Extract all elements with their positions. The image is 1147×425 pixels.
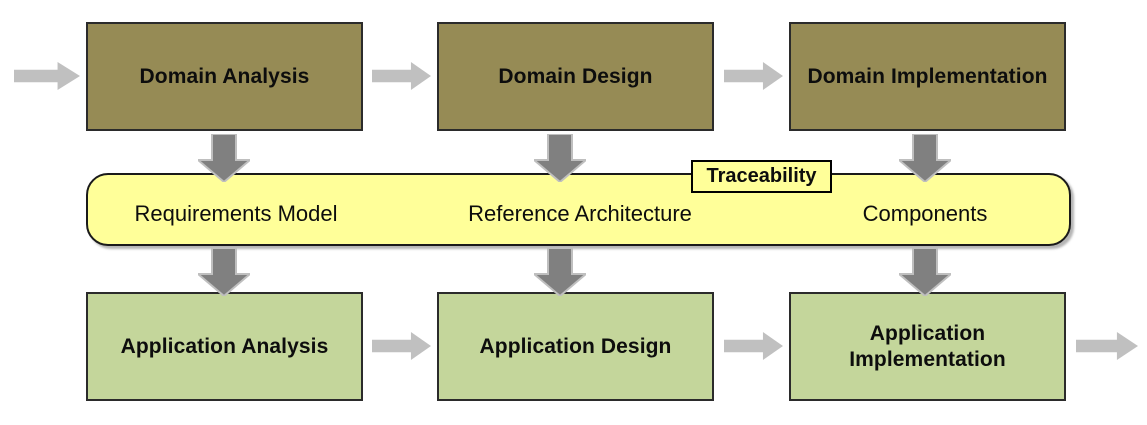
arrow-reference-architecture-to-application-design xyxy=(534,248,586,296)
domain-analysis-label: Domain Analysis xyxy=(139,64,310,88)
arrow-components-to-application-implementation xyxy=(899,248,951,296)
arrow-requirements-model-to-application-analysis xyxy=(198,248,250,296)
arrow-domain-design-to-reference-architecture xyxy=(534,134,586,182)
arrow-domain-analysis-to-domain-design xyxy=(372,62,431,90)
traceability-callout[interactable]: Traceability xyxy=(691,160,832,193)
domain-design-label: Domain Design xyxy=(498,64,653,88)
traceability-label: Traceability xyxy=(706,165,817,187)
application-implementation-label: Application Implementation xyxy=(849,321,1006,371)
components-label: Components xyxy=(862,201,988,226)
domain-implementation-label: Domain Implementation xyxy=(807,64,1048,88)
arrow-into-domain-analysis xyxy=(14,62,80,90)
application-design-box[interactable]: Application Design xyxy=(437,292,714,401)
requirements-model-label: Requirements Model xyxy=(134,201,338,226)
application-implementation-box[interactable]: Application Implementation xyxy=(789,292,1066,401)
domain-implementation-box[interactable]: Domain Implementation xyxy=(789,22,1066,131)
application-design-label: Application Design xyxy=(479,334,672,358)
application-analysis-label: Application Analysis xyxy=(120,334,329,358)
domain-analysis-box[interactable]: Domain Analysis xyxy=(86,22,363,131)
arrow-domain-analysis-to-requirements-model xyxy=(198,134,250,182)
arrow-application-analysis-to-application-design xyxy=(372,332,431,360)
arrow-domain-implementation-to-components xyxy=(899,134,951,182)
domain-design-box[interactable]: Domain Design xyxy=(437,22,714,131)
artifact-band[interactable] xyxy=(86,173,1071,246)
arrow-out-of-application-implementation xyxy=(1076,332,1138,360)
reference-architecture-label: Reference Architecture xyxy=(468,201,692,226)
arrow-application-design-to-application-implementation xyxy=(724,332,783,360)
application-analysis-box[interactable]: Application Analysis xyxy=(86,292,363,401)
arrow-domain-design-to-domain-implementation xyxy=(724,62,783,90)
